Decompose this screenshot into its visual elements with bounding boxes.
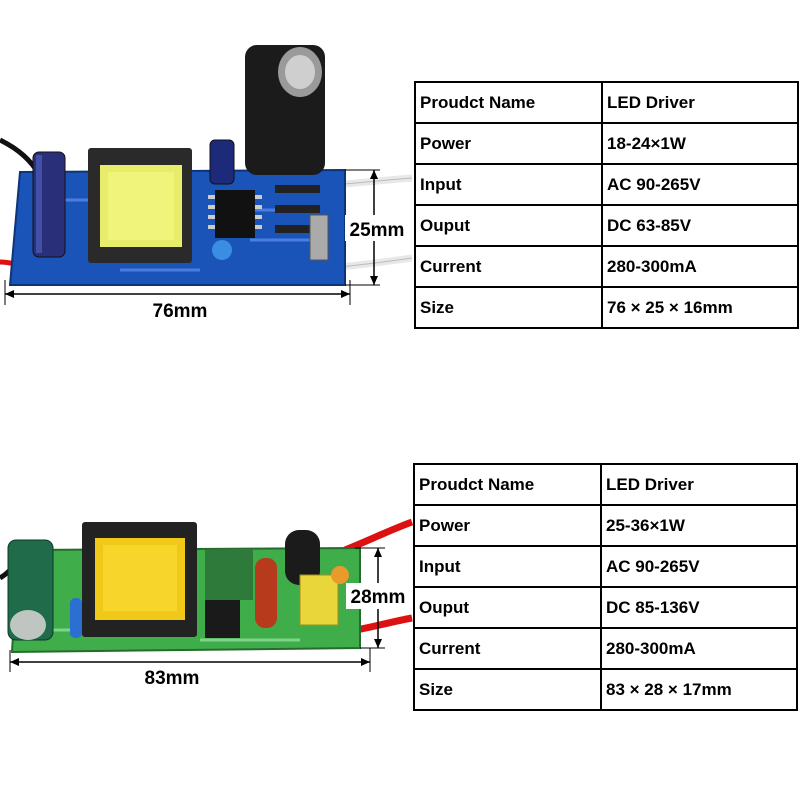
spec-label: Proudct Name	[414, 81, 603, 124]
spec-table-2: Proudct Name LED Driver Power 25-36×1W I…	[413, 463, 798, 711]
table-row: Size 83 × 28 × 17mm	[413, 668, 798, 711]
spec-value: AC 90-265V	[600, 545, 798, 588]
spec-value: 76 × 25 × 16mm	[601, 286, 799, 329]
spec-value: 83 × 28 × 17mm	[600, 668, 798, 711]
table-row: Power 25-36×1W	[413, 504, 798, 547]
spec-table-1: Proudct Name LED Driver Power 18-24×1W I…	[414, 81, 799, 329]
spec-label: Power	[414, 122, 603, 165]
spec-value: LED Driver	[600, 463, 798, 506]
table-row: Input AC 90-265V	[413, 545, 798, 588]
table-row: Proudct Name LED Driver	[413, 463, 798, 506]
spec-label: Proudct Name	[413, 463, 602, 506]
width-dimension-label: 28mm	[351, 587, 406, 608]
product-1: 76mm 25mm Proudct Name LED Driver Power …	[0, 0, 800, 360]
spec-label: Current	[414, 245, 603, 288]
spec-value: 18-24×1W	[601, 122, 799, 165]
spec-label: Size	[413, 668, 602, 711]
length-dimension-label: 76mm	[153, 301, 208, 322]
table-row: Size 76 × 25 × 16mm	[414, 286, 799, 329]
spec-label: Input	[414, 163, 603, 206]
table-row: Current 280-300mA	[414, 245, 799, 288]
ic-chip	[215, 190, 255, 238]
spec-value: LED Driver	[601, 81, 799, 124]
spec-value: 280-300mA	[600, 627, 798, 670]
product-1-photo: 76mm 25mm	[0, 45, 413, 322]
table-row: Input AC 90-265V	[414, 163, 799, 206]
spec-value: DC 85-136V	[600, 586, 798, 629]
spec-value: AC 90-265V	[601, 163, 799, 206]
width-dimension-label: 25mm	[350, 220, 405, 241]
table-row: Ouput DC 63-85V	[414, 204, 799, 247]
spec-label: Size	[414, 286, 603, 329]
spec-label: Ouput	[413, 586, 602, 629]
length-dimension-label: 83mm	[145, 668, 200, 689]
spec-value: 280-300mA	[601, 245, 799, 288]
spec-value: DC 63-85V	[601, 204, 799, 247]
spec-label: Ouput	[414, 204, 603, 247]
spec-label: Current	[413, 627, 602, 670]
spec-value: 25-36×1W	[600, 504, 798, 547]
spec-label: Input	[413, 545, 602, 588]
spec-label: Power	[413, 504, 602, 547]
table-row: Current 280-300mA	[413, 627, 798, 670]
product-2: 83mm 28mm Proudct Name LED Driver Power …	[0, 400, 800, 760]
product-2-photo: 83mm 28mm	[0, 518, 414, 689]
table-row: Ouput DC 85-136V	[413, 586, 798, 629]
table-row: Proudct Name LED Driver	[414, 81, 799, 124]
table-row: Power 18-24×1W	[414, 122, 799, 165]
